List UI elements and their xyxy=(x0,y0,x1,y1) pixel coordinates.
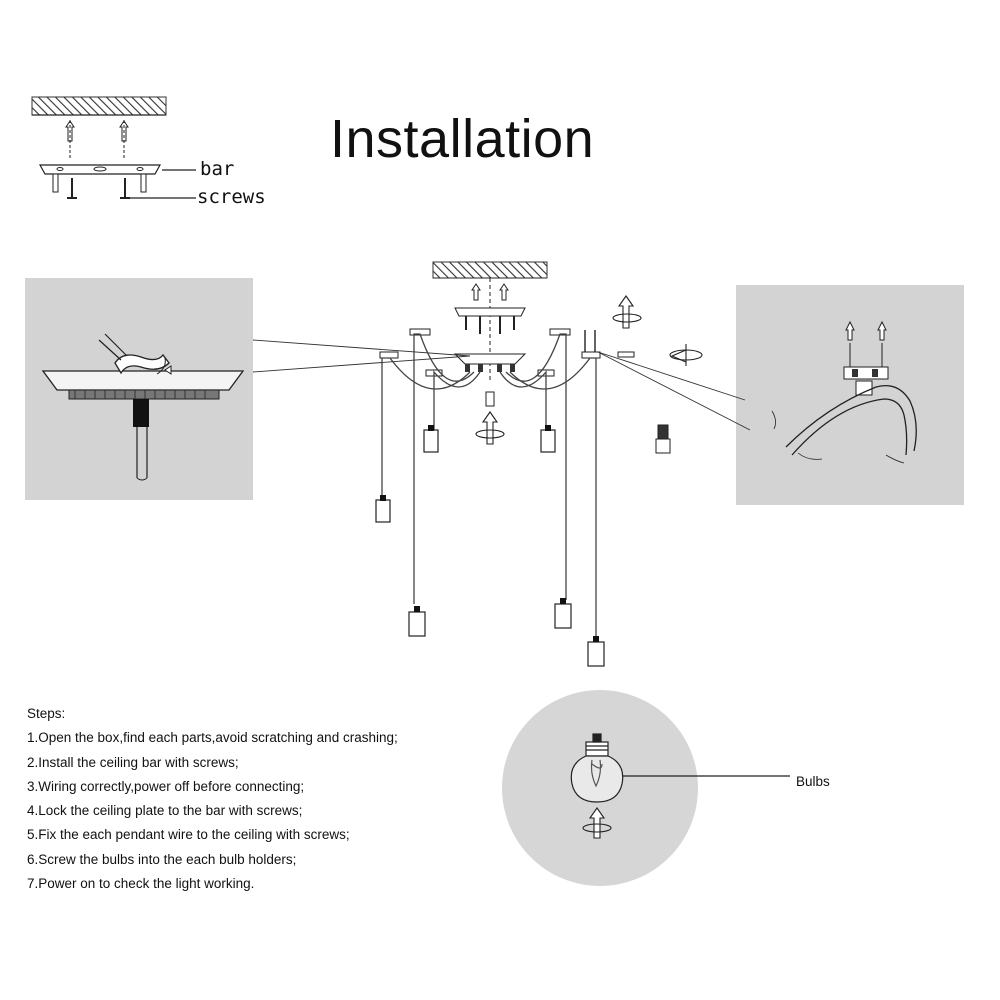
step-item: 3.Wiring correctly,power off before conn… xyxy=(27,778,305,794)
step-item: 7.Power on to check the light working. xyxy=(27,876,255,892)
ceiling-hatch-icon xyxy=(432,261,548,279)
wire-knot-detail-panel xyxy=(25,278,253,500)
bulbs-label: Bulbs xyxy=(796,774,830,789)
bulb-holder-icon xyxy=(655,424,671,454)
rotate-arrow-icon xyxy=(582,807,612,839)
bar-screws-diagram xyxy=(31,96,196,199)
rotate-arrow-icon xyxy=(164,365,172,375)
step-item: 6.Screw the bulbs into the each bulb hol… xyxy=(27,851,297,867)
wire-fixing-detail-panel xyxy=(736,285,964,505)
bulb-holder-icon xyxy=(375,429,605,667)
chandelier-diagram xyxy=(252,261,751,667)
rotate-arrow-icon xyxy=(475,295,703,445)
step-item: 2.Install the ceiling bar with screws; xyxy=(27,754,239,770)
step-item: 4.Lock the ceiling plate to the bar with… xyxy=(27,803,303,819)
wall-anchor-icon xyxy=(845,320,887,367)
step-item: 5.Fix the each pendant wire to the ceili… xyxy=(27,827,350,843)
page-title: Installation xyxy=(330,109,595,169)
light-bulb-icon xyxy=(570,733,624,803)
screw-icon xyxy=(52,173,147,199)
steps-heading: Steps: xyxy=(27,706,66,721)
wall-anchor-icon xyxy=(471,283,509,301)
wall-anchor-icon xyxy=(65,120,129,160)
screws-label: screws xyxy=(197,186,266,208)
bulb-detail-circle xyxy=(502,690,698,886)
steps-list: Steps: 1.Open the box,find each parts,av… xyxy=(27,702,507,896)
bar-label: bar xyxy=(200,158,235,180)
step-item: 1.Open the box,find each parts,avoid scr… xyxy=(27,730,398,746)
